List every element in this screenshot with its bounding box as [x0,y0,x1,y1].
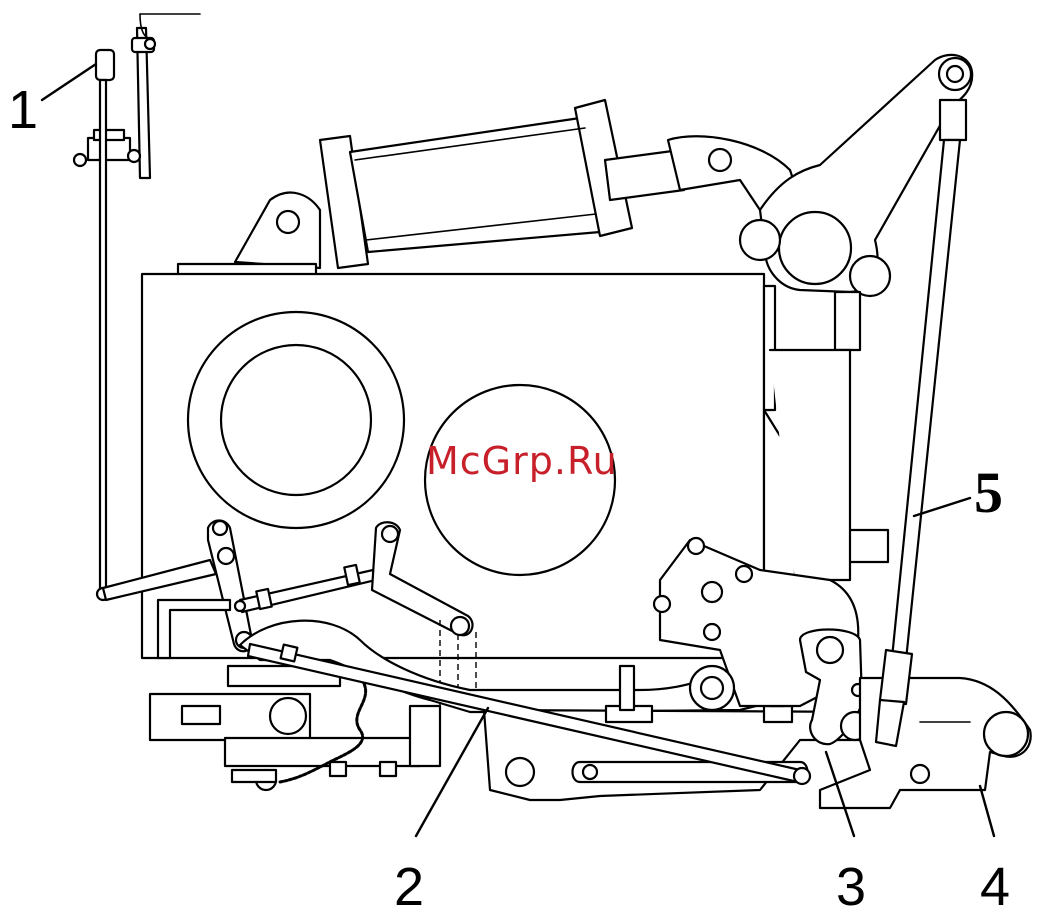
hydraulic-cylinder [320,100,800,268]
callout-2: 2 [394,857,424,917]
cable-bracket [74,14,200,178]
leader-4 [980,786,994,836]
cylinder-mount-left [178,193,320,276]
callout-4: 4 [980,857,1010,917]
callout-5: 5 [974,460,1003,525]
callout-1: 1 [8,80,38,140]
bore-left [188,312,404,528]
watermark-text: McGrp.Ru [426,439,618,483]
callout-3: 3 [836,857,866,917]
leader-1 [42,64,96,100]
